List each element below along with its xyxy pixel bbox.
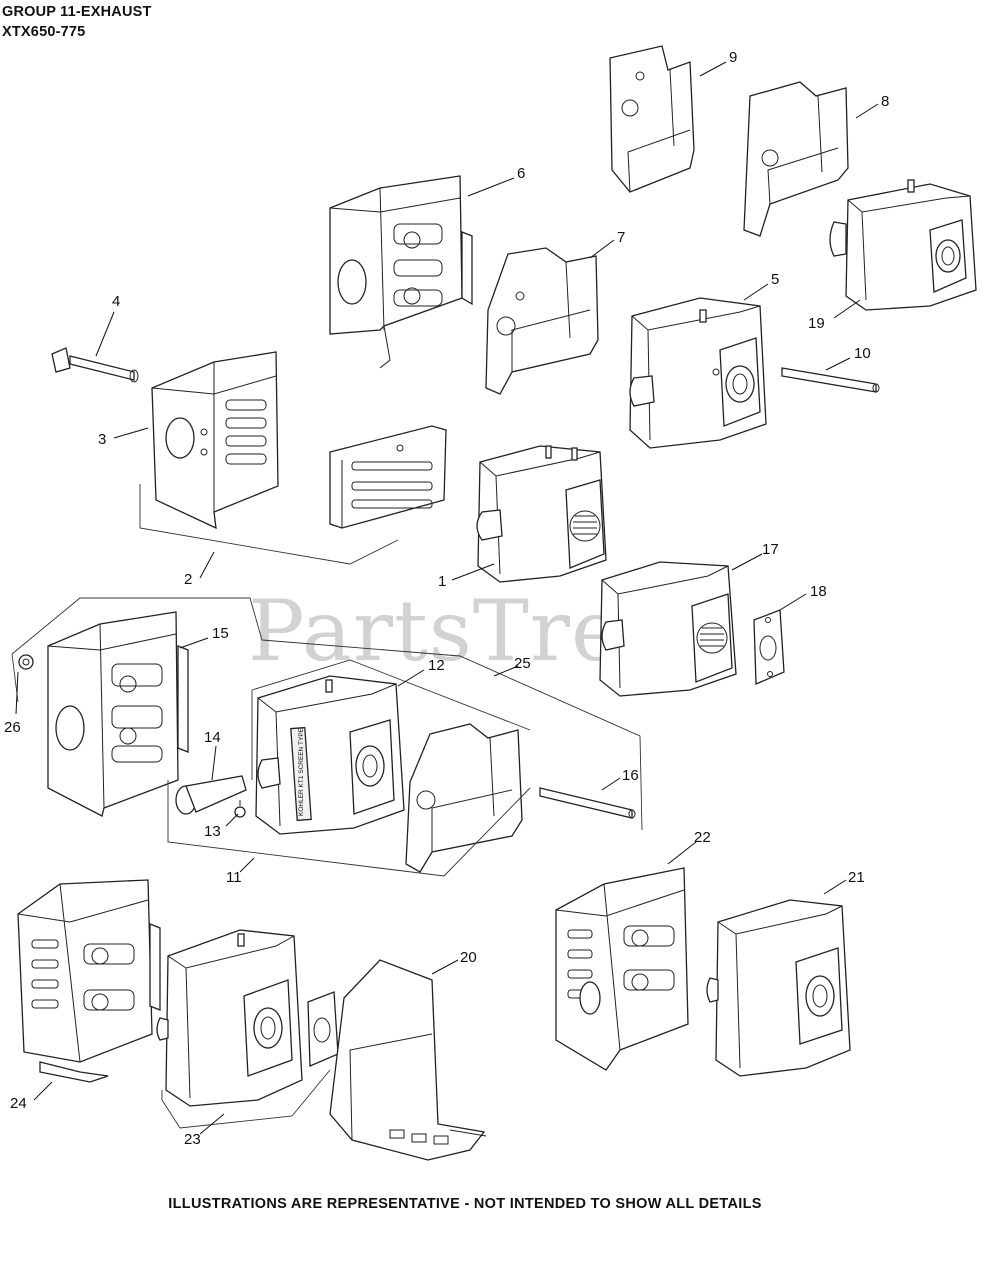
callout-26: 26 [4, 719, 21, 736]
muffler-stamp-text: KOHLER KT1 SCREEN TYPE [298, 727, 305, 816]
callout-10: 10 [854, 345, 871, 362]
part-15-muffler-guard [47, 611, 189, 817]
part-10-stud [781, 367, 880, 393]
callout-18: 18 [810, 583, 827, 600]
part-5-muffler [629, 297, 767, 449]
part-24-muffler-guard [17, 879, 161, 1083]
callout-23: 23 [184, 1131, 201, 1148]
part-8-heat-shield [743, 81, 849, 237]
callout-22: 22 [694, 829, 711, 846]
part-17-muffler [599, 561, 737, 697]
part-11-kit-bracket [167, 690, 531, 877]
part-23-muffler [156, 929, 303, 1107]
callout-24: 24 [10, 1095, 27, 1112]
callout-labels: 9 8 6 7 5 19 10 4 3 2 1 17 18 15 12 25 2… [4, 49, 889, 1148]
part-20-heat-shield [329, 959, 487, 1161]
callout-17: 17 [762, 541, 779, 558]
callout-21: 21 [848, 869, 865, 886]
callout-12: 12 [428, 657, 445, 674]
part-23-gasket [307, 991, 339, 1067]
part-22-muffler-guard [555, 867, 689, 1071]
part-23-kit-bracket [161, 1069, 331, 1129]
part-25-kit-bracket [11, 597, 643, 831]
callout-4: 4 [112, 293, 120, 310]
model-number: XTX650-775 [2, 24, 86, 40]
part-12-muffler: KOHLER KT1 SCREEN TYPE [255, 675, 405, 835]
part-26-nut [18, 654, 34, 670]
part-4-bolt [51, 347, 139, 383]
part-6-muffler-guard [329, 175, 473, 369]
callout-7: 7 [617, 229, 625, 246]
leader-lines [15, 61, 879, 1135]
callout-2: 2 [184, 571, 192, 588]
callout-8: 8 [881, 93, 889, 110]
part-21-muffler [706, 899, 851, 1077]
part-18-gasket [753, 609, 785, 685]
part-2-group-bracket [139, 484, 399, 565]
callout-16: 16 [622, 767, 639, 784]
part-3-muffler-guard [151, 351, 279, 530]
callout-6: 6 [517, 165, 525, 182]
part-7-heat-shield [485, 247, 599, 395]
part-19-muffler [829, 179, 977, 311]
part-13-screw [234, 800, 246, 818]
part-1-muffler [476, 445, 607, 583]
part-2-guard-plate [329, 425, 447, 529]
callout-15: 15 [212, 625, 229, 642]
part-14-spark-arrestor [175, 775, 247, 815]
callout-11: 11 [226, 869, 242, 886]
part-9-heat-shield [609, 45, 695, 193]
callout-3: 3 [98, 431, 106, 448]
group-title: GROUP 11-EXHAUST [2, 4, 152, 20]
part-16-stud [539, 787, 636, 819]
callout-25: 25 [514, 655, 531, 672]
footer-disclaimer: ILLUSTRATIONS ARE REPRESENTATIVE - NOT I… [168, 1196, 762, 1212]
callout-1: 1 [438, 573, 446, 590]
callout-13: 13 [204, 823, 221, 840]
callout-5: 5 [771, 271, 779, 288]
callout-14: 14 [204, 729, 221, 746]
callout-19: 19 [808, 315, 825, 332]
callout-9: 9 [729, 49, 737, 66]
part-11-heat-shield [405, 723, 523, 873]
callout-20: 20 [460, 949, 477, 966]
